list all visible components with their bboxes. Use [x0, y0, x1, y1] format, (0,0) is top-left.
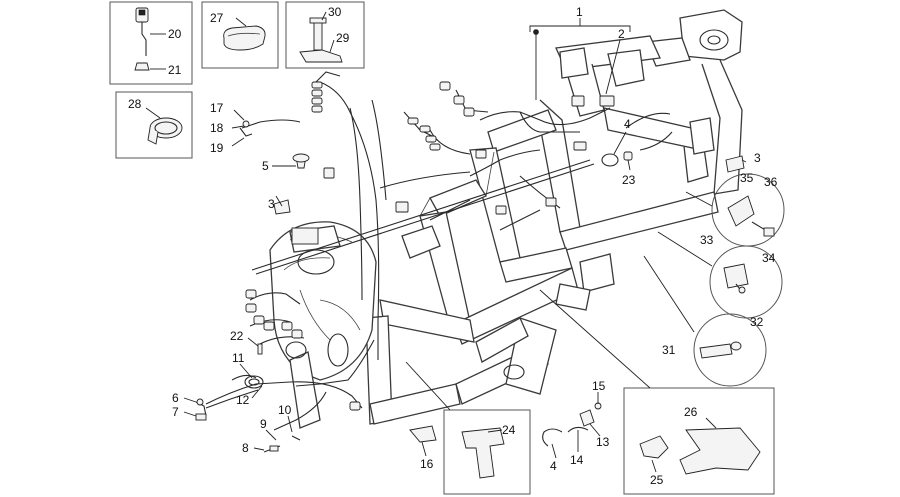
label-34: 34 — [762, 251, 776, 265]
inset-box-27 — [201, 1, 279, 69]
label-29: 29 — [336, 31, 350, 45]
label-28: 28 — [128, 97, 142, 111]
label-4-lower: 4 — [550, 459, 557, 473]
label-21: 21 — [168, 63, 182, 77]
inset-box-25-26 — [539, 289, 775, 495]
label-22: 22 — [230, 329, 244, 343]
label-11: 11 — [232, 351, 245, 365]
label-7: 7 — [172, 405, 179, 419]
wiring-harness — [205, 71, 673, 431]
label-17: 17 — [210, 101, 224, 115]
label-30: 30 — [328, 5, 342, 19]
label-3-left: 3 — [268, 197, 275, 211]
label-3-right: 3 — [754, 151, 761, 165]
label-15: 15 — [592, 379, 606, 393]
label-16: 16 — [420, 457, 434, 471]
connectors — [195, 81, 745, 453]
label-35: 35 — [740, 171, 754, 185]
label-18: 18 — [210, 121, 224, 135]
label-23: 23 — [622, 173, 636, 187]
label-4-upper: 4 — [624, 117, 631, 131]
label-14: 14 — [570, 453, 584, 467]
label-26: 26 — [684, 405, 698, 419]
label-36: 36 — [764, 175, 778, 189]
inset-circle-31-32 — [643, 255, 767, 387]
label-25: 25 — [650, 473, 664, 487]
inset-box-24 — [405, 361, 531, 495]
leader-lines — [183, 39, 747, 459]
label-20: 20 — [168, 27, 182, 41]
part-1-bracket — [529, 18, 631, 100]
label-5: 5 — [262, 159, 269, 173]
part-number-labels: 1 2 3 3 4 4 5 6 7 8 9 10 11 12 13 14 15 … — [128, 5, 778, 487]
label-2: 2 — [618, 27, 625, 41]
label-31: 31 — [662, 343, 676, 357]
label-24: 24 — [502, 423, 516, 437]
label-10: 10 — [278, 403, 292, 417]
inset-box-20-21 — [109, 1, 193, 85]
inset-box-28 — [115, 91, 193, 159]
scooter-frame — [365, 9, 743, 425]
label-19: 19 — [210, 141, 224, 155]
label-33: 33 — [700, 233, 714, 247]
label-27: 27 — [210, 11, 224, 25]
label-8: 8 — [242, 441, 249, 455]
label-9: 9 — [260, 417, 267, 431]
label-1: 1 — [576, 5, 583, 19]
inset-circle-35-36 — [685, 173, 785, 247]
inset-box-29-30 — [285, 1, 365, 69]
label-6: 6 — [172, 391, 179, 405]
label-13: 13 — [596, 435, 610, 449]
label-12: 12 — [236, 393, 250, 407]
label-32: 32 — [750, 315, 764, 329]
